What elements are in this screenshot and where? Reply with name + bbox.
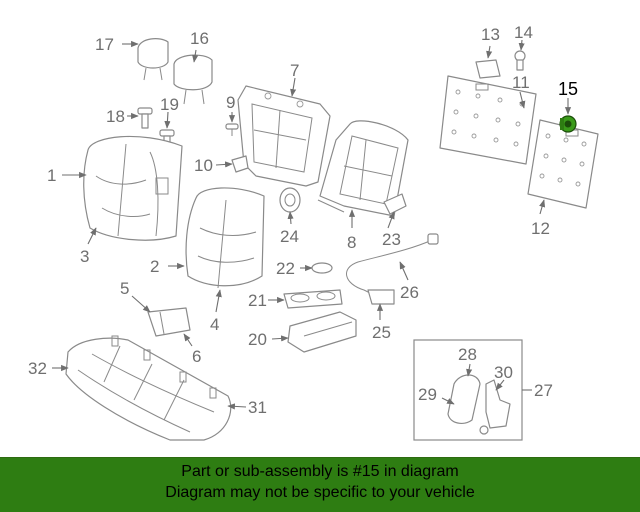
guide-part-18 bbox=[137, 107, 153, 129]
subassembly-box-part-27 bbox=[413, 339, 523, 441]
panel-part-11 bbox=[439, 75, 537, 165]
cable-part-26 bbox=[346, 233, 439, 297]
callout-16[interactable]: 16 bbox=[190, 29, 209, 48]
latch-part-25 bbox=[367, 289, 395, 305]
cap-part-22 bbox=[311, 262, 333, 274]
recliner-part-24 bbox=[279, 187, 301, 213]
latch-part-13 bbox=[475, 59, 501, 79]
callout-20[interactable]: 20 bbox=[248, 330, 267, 349]
armrest-part-20 bbox=[287, 311, 357, 353]
callout-6[interactable]: 6 bbox=[192, 347, 201, 366]
callout-1[interactable]: 1 bbox=[47, 166, 56, 185]
headrest-part-16 bbox=[173, 54, 213, 105]
screw-part-14 bbox=[514, 50, 526, 71]
callout-4[interactable]: 4 bbox=[210, 315, 219, 334]
callout-13[interactable]: 13 bbox=[481, 25, 500, 44]
callout-19[interactable]: 19 bbox=[160, 95, 179, 114]
callout-28[interactable]: 28 bbox=[458, 345, 477, 364]
info-banner: Part or sub-assembly is #15 in diagram D… bbox=[0, 457, 640, 512]
callout-10[interactable]: 10 bbox=[194, 156, 213, 175]
leader-lines bbox=[52, 39, 572, 410]
callout-22[interactable]: 22 bbox=[276, 259, 295, 278]
callout-3[interactable]: 3 bbox=[80, 247, 89, 266]
callout-7[interactable]: 7 bbox=[290, 61, 299, 80]
callout-24[interactable]: 24 bbox=[280, 227, 299, 246]
callout-12[interactable]: 12 bbox=[531, 219, 550, 238]
callout-17[interactable]: 17 bbox=[95, 35, 114, 54]
callout-8[interactable]: 8 bbox=[347, 233, 356, 252]
callout-2[interactable]: 2 bbox=[150, 257, 159, 276]
callout-31[interactable]: 31 bbox=[248, 398, 267, 417]
callout-labels: 17 16 18 19 1 3 9 10 7 24 8 23 13 14 11 … bbox=[28, 23, 578, 417]
callout-14[interactable]: 14 bbox=[514, 23, 533, 42]
callout-5[interactable]: 5 bbox=[120, 279, 129, 298]
panel-part-12 bbox=[527, 119, 599, 209]
frame-part-8 bbox=[317, 120, 409, 217]
callout-23[interactable]: 23 bbox=[382, 230, 401, 249]
bolt-part-9 bbox=[225, 123, 239, 136]
callout-29[interactable]: 29 bbox=[418, 385, 437, 404]
callout-30[interactable]: 30 bbox=[494, 363, 513, 382]
callout-25[interactable]: 25 bbox=[372, 323, 391, 342]
seatback-part-2 bbox=[185, 187, 265, 289]
banner-line-disclaimer: Diagram may not be specific to your vehi… bbox=[165, 484, 475, 501]
callout-18[interactable]: 18 bbox=[106, 107, 125, 126]
bracket-part-23 bbox=[383, 193, 407, 215]
banner-line-part-info: Part or sub-assembly is #15 in diagram bbox=[181, 463, 459, 480]
callout-21[interactable]: 21 bbox=[248, 291, 267, 310]
clip-part-15-highlighted[interactable] bbox=[559, 115, 577, 133]
frame-part-7 bbox=[237, 85, 331, 187]
callout-27[interactable]: 27 bbox=[534, 381, 553, 400]
pad-part-29 bbox=[447, 374, 481, 424]
cushion-part-32 bbox=[65, 335, 232, 441]
bracket-part-10 bbox=[231, 155, 249, 173]
parts-diagram: 17 16 18 19 1 3 9 10 7 24 8 23 13 14 11 … bbox=[28, 23, 599, 441]
callout-26[interactable]: 26 bbox=[400, 283, 419, 302]
hinge-part-5 bbox=[147, 307, 191, 337]
cupholder-part-21 bbox=[283, 289, 343, 309]
headrest-part-17 bbox=[137, 38, 169, 81]
callout-11[interactable]: 11 bbox=[512, 73, 530, 92]
seatback-part-1 bbox=[83, 135, 183, 241]
callout-32[interactable]: 32 bbox=[28, 359, 47, 378]
callout-9[interactable]: 9 bbox=[226, 93, 235, 112]
callout-15-highlighted[interactable]: 15 bbox=[558, 79, 578, 99]
bracket-part-30 bbox=[485, 379, 511, 429]
